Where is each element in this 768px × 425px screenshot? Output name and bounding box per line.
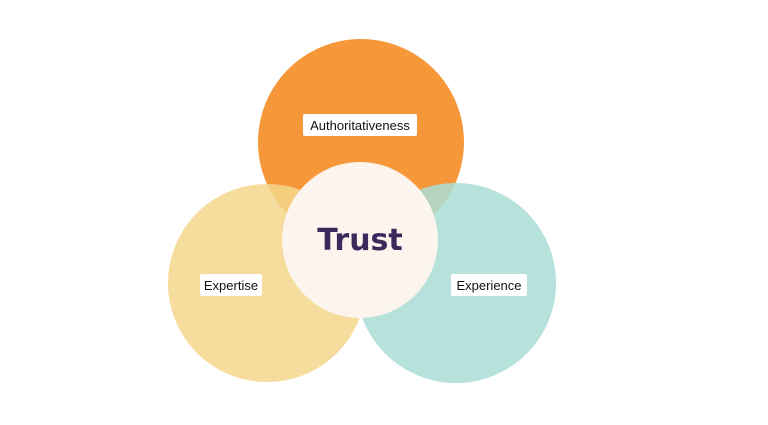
trust-label: Trust [317,223,403,258]
authoritativeness-label-box: Authoritativeness [303,114,417,136]
expertise-label: Expertise [204,278,258,293]
authoritativeness-label: Authoritativeness [310,118,410,133]
trust-circle [282,162,438,318]
experience-label: Experience [456,278,521,293]
experience-label-box: Experience [451,274,527,296]
expertise-label-box: Expertise [200,274,262,296]
